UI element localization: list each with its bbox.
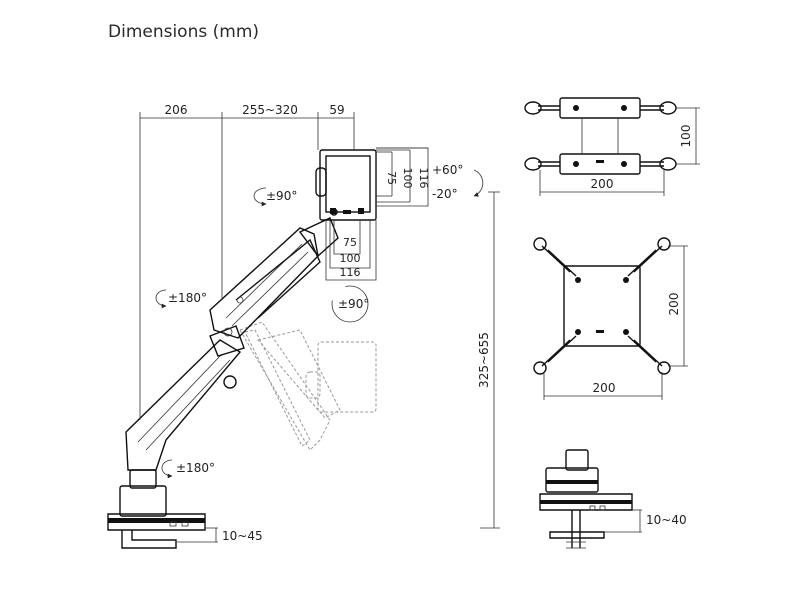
- dim-vesa-100-h: 100: [340, 252, 361, 265]
- dim-head-depth: 59: [329, 103, 344, 117]
- rotation-annotations: ±90° ±180° ±180° ±90° +60° -20°: [155, 163, 484, 479]
- grommet-mount: 10~40: [539, 449, 687, 549]
- arm-base: [119, 485, 167, 517]
- vesa-plate-top: 200 100: [524, 97, 700, 196]
- plate-mid-height: 200: [667, 293, 681, 316]
- plate-mid-width: 200: [593, 381, 616, 395]
- rot-tilt-down: -20°: [432, 187, 458, 201]
- rot-arm-swivel: ±180°: [168, 291, 207, 305]
- rot-tilt-up: +60°: [432, 163, 463, 177]
- dim-base-reach: 206: [165, 103, 188, 117]
- desk-clamp-top: [107, 513, 206, 531]
- vesa-head: [319, 149, 377, 221]
- dim-desk-clamp: 10~45: [222, 529, 263, 543]
- dim-vesa-75-h: 75: [343, 236, 357, 249]
- ghost-arm: [239, 321, 377, 451]
- dim-vesa-75-v: 75: [385, 171, 398, 185]
- rot-base-swivel: ±180°: [176, 461, 215, 475]
- dim-vesa-116-v: 116: [417, 168, 430, 189]
- elbow-joint: [209, 325, 245, 357]
- dim-height-range: 325~655: [477, 332, 491, 388]
- arm-dimension-labels: 206 255~320 59 75 100 116 75 100 116 325…: [165, 103, 491, 543]
- arm-dimension-lines: [139, 112, 500, 543]
- rot-head-swivel: ±90°: [266, 189, 297, 203]
- monitor-arm: [107, 149, 377, 549]
- dim-arm-extension: 255~320: [242, 103, 298, 117]
- page-title: Dimensions (mm): [108, 22, 260, 42]
- upper-arm: [209, 227, 319, 339]
- plate-top-width: 200: [591, 177, 614, 191]
- rot-rotate: ±90°: [338, 297, 369, 311]
- dim-vesa-116-h: 116: [340, 266, 361, 279]
- desk-clamp-bottom: [121, 530, 177, 549]
- vesa-plate-mid: 200 200: [533, 237, 688, 400]
- grommet-thickness: 10~40: [646, 513, 687, 527]
- lower-arm: [125, 339, 242, 471]
- dim-vesa-100-v: 100: [401, 168, 414, 189]
- plate-top-height: 100: [679, 125, 693, 148]
